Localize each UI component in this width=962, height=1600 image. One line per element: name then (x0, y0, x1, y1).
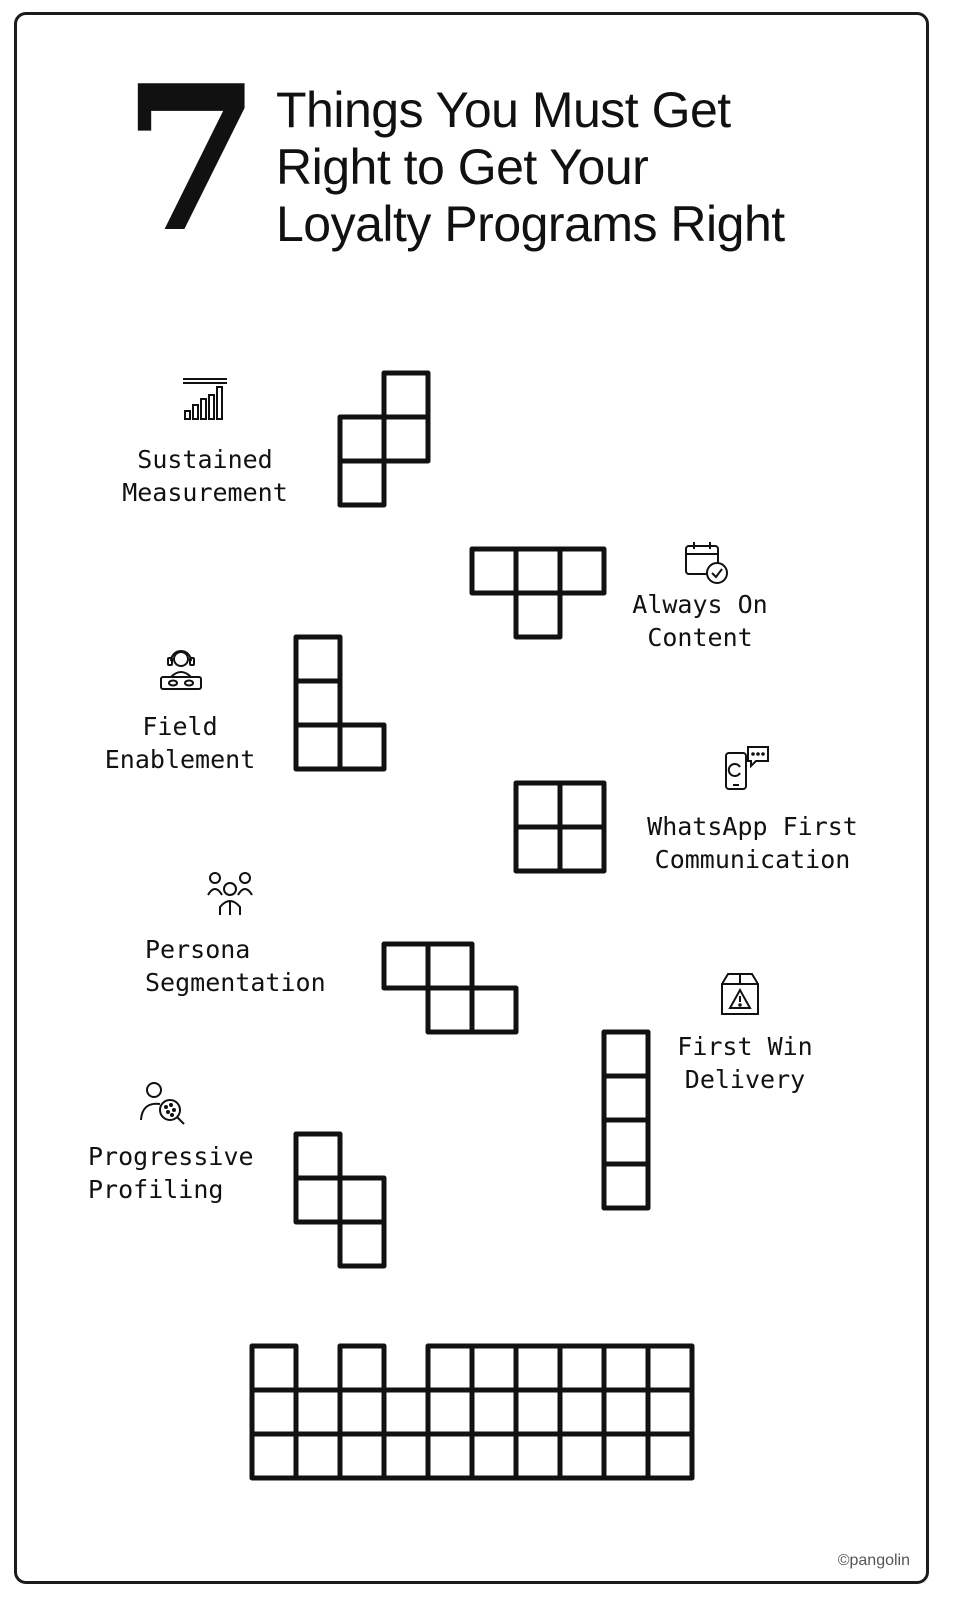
title-line-1: Things You Must Get (276, 82, 731, 138)
box-warning-icon (721, 973, 759, 1015)
copyright-credit: ©pangolin (837, 1552, 910, 1569)
headline-number: 7 (122, 42, 261, 277)
people-group-icon (207, 872, 253, 915)
user-search-icon (140, 1082, 185, 1125)
tetromino-z-vertical (293, 1131, 387, 1269)
tetromino-l (293, 634, 387, 772)
label-always-on-content: Always On Content (632, 590, 768, 652)
card-frame (14, 12, 929, 1584)
label-progressive-profiling: Progressive Profiling (88, 1142, 254, 1204)
label-field-enablement: Field Enablement (104, 712, 256, 774)
title-line-2: Right to Get Your (276, 139, 649, 195)
label-persona-segmentation: Persona Segmentation (145, 935, 326, 997)
calendar-check-icon (685, 542, 728, 584)
tetromino-t (469, 546, 607, 640)
phone-chat-icon (725, 746, 769, 790)
support-agent-icon (160, 650, 202, 690)
title-line-3: Loyalty Programs Right (276, 196, 785, 252)
tetromino-i-vertical (601, 1029, 651, 1211)
label-first-win-delivery: First Win Delivery (677, 1032, 813, 1094)
stacked-blocks-grid (249, 1343, 695, 1481)
tetromino-s-vertical (337, 370, 431, 508)
tetromino-z (381, 941, 519, 1035)
page-title: Things You Must Get Right to Get Your Lo… (276, 82, 916, 253)
tetromino-o (513, 780, 607, 874)
bar-chart-icon (183, 378, 227, 420)
label-whatsapp-first-communication: WhatsApp First Communication (647, 812, 858, 874)
label-sustained-measurement: Sustained Measurement (122, 445, 288, 507)
